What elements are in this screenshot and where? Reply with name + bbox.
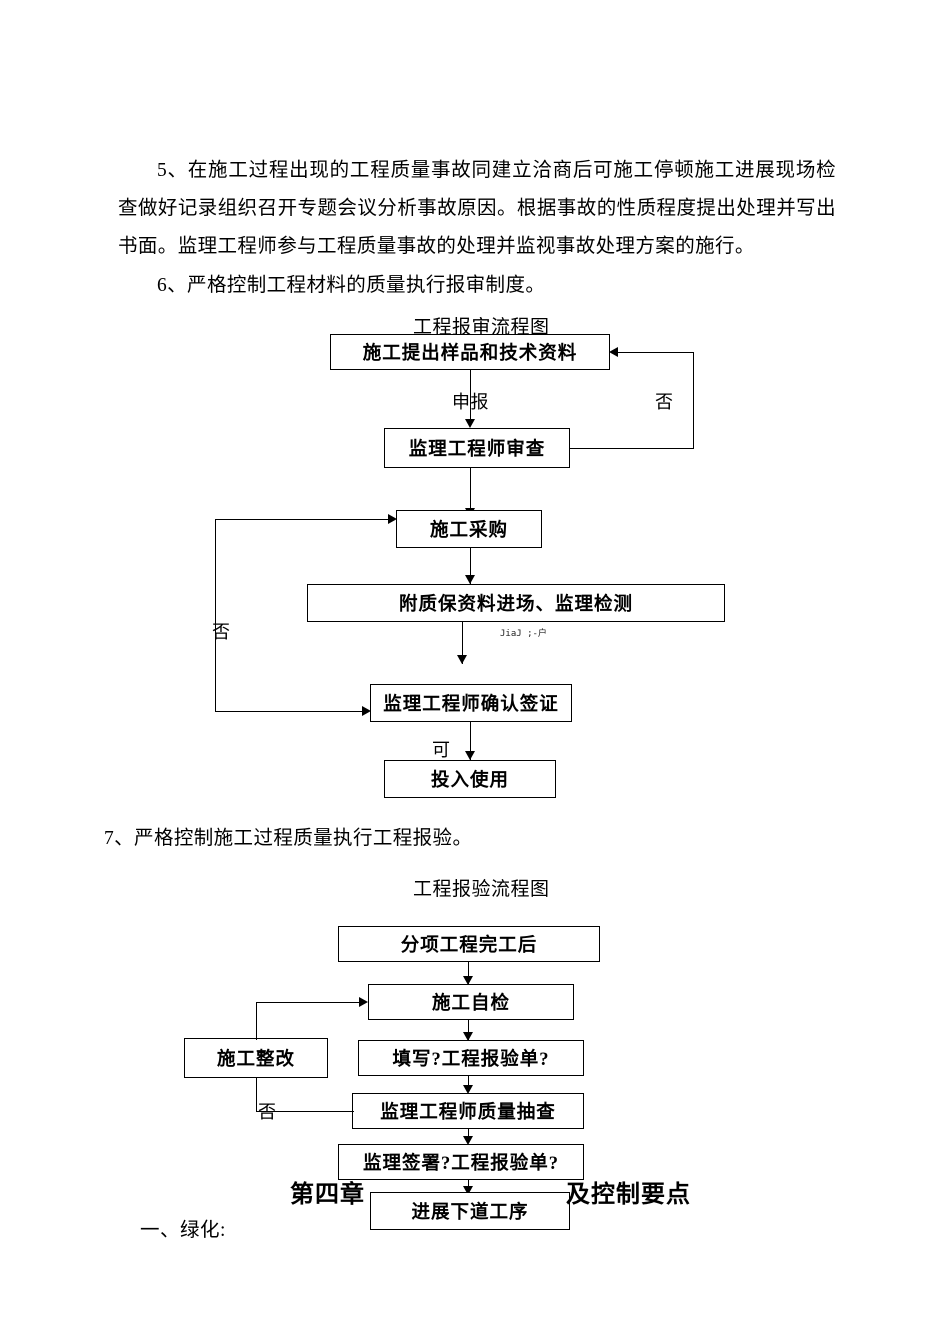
figure2-arrowhead-n5-n6	[463, 1186, 473, 1195]
figure1-connector-n2-n3	[470, 468, 471, 520]
figure1-connector-left-vertical	[215, 519, 216, 711]
figure2-node-subitem-complete: 分项工程完工后	[338, 926, 600, 962]
figure2-connector-reject-in	[256, 1111, 354, 1112]
figure1-connector-left-into-confirm	[215, 711, 367, 712]
figure1-arrowhead-n3-n4	[465, 575, 475, 584]
figure1-arrowhead-reject	[609, 347, 618, 357]
figure1-arrowhead-n5-n6	[465, 751, 475, 760]
figure1-connector-reject-out	[570, 448, 694, 449]
figure2-node-spot-check: 监理工程师质量抽查	[352, 1093, 584, 1129]
figure1-connector-left-into-purchase	[215, 519, 393, 520]
figure1-arrowhead-left-into-confirm	[362, 706, 371, 716]
figure1-connector-n3-n4	[470, 548, 471, 584]
figure2-label-no: 否	[258, 1102, 277, 1122]
figure2-node-fill-form: 填写?工程报验单?	[358, 1040, 584, 1076]
figure2-arrowhead-n4-n5	[463, 1136, 473, 1145]
figure2-node-next-process: 进展下道工序	[370, 1192, 570, 1230]
figure1-connector-reject-up	[693, 352, 694, 449]
figure2-arrowhead-n2-n3	[463, 1032, 473, 1041]
figure1-connector-n5-n6	[470, 722, 471, 760]
chapter-heading: 第四章	[290, 1182, 365, 1208]
figure1-node-review: 监理工程师审查	[384, 428, 570, 468]
figure1-node-put-in-use: 投入使用	[384, 760, 556, 798]
figure2-connector-reject-up	[256, 1078, 257, 1112]
figure1-label-yes: 可	[432, 740, 451, 760]
figure1-node-submit-samples: 施工提出样品和技术资料	[330, 334, 610, 370]
figure1-node-confirm: 监理工程师确认签证	[370, 684, 572, 722]
paragraph-item-6: 6、严格控制工程材料的质量执行报审制度。	[157, 275, 546, 296]
figure1-artifact-text: JiaJ ;-户	[500, 629, 547, 639]
figure2-node-rework: 施工整改	[184, 1038, 328, 1078]
figure2-title: 工程报验流程图	[413, 879, 550, 900]
figure2-arrowhead-rework	[359, 997, 368, 1007]
figure1-node-material-arrival: 附质保资料进场、监理检测	[307, 584, 725, 622]
tail-line-greening: 一、绿化:	[140, 1220, 226, 1241]
figure2-arrowhead-n3-n4	[463, 1085, 473, 1094]
figure2-node-self-check: 施工自检	[368, 984, 574, 1020]
figure1-title: 工程报审流程图	[413, 317, 550, 338]
figure2-connector-rework-up	[256, 1002, 257, 1040]
figure1-label-no-left: 否	[212, 622, 231, 642]
figure1-connector-n4-n5	[462, 622, 463, 664]
paragraph-item-7: 7、严格控制施工过程质量执行工程报验。	[104, 828, 473, 849]
paragraph-item-5: 5、在施工过程出现的工程质量事故同建立洽商后可施工停顿施工进展现场检查做好记录组…	[118, 160, 836, 257]
figure2-node-sign-form: 监理签署?工程报验单?	[338, 1144, 584, 1180]
figure1-label-no-right: 否	[655, 392, 674, 412]
figure1-connector-n1-n2	[470, 370, 471, 422]
chapter-heading-tail: 及控制要点	[566, 1182, 691, 1208]
figure1-arrowhead-n1-n2	[465, 419, 475, 428]
figure1-connector-reject-back	[614, 352, 694, 353]
figure1-arrowhead-left-into-purchase	[388, 514, 397, 524]
figure2-connector-rework-to-selfcheck	[256, 1002, 360, 1003]
figure2-connector-n2-n3	[468, 1020, 469, 1040]
figure1-node-purchase: 施工采购	[396, 510, 542, 548]
figure2-connector-n1-n2	[468, 962, 469, 984]
figure2-connector-n3-n4	[468, 1076, 469, 1092]
figure2-arrowhead-n1-n2	[463, 976, 473, 985]
figure1-arrowhead-n4-n5	[457, 655, 467, 664]
